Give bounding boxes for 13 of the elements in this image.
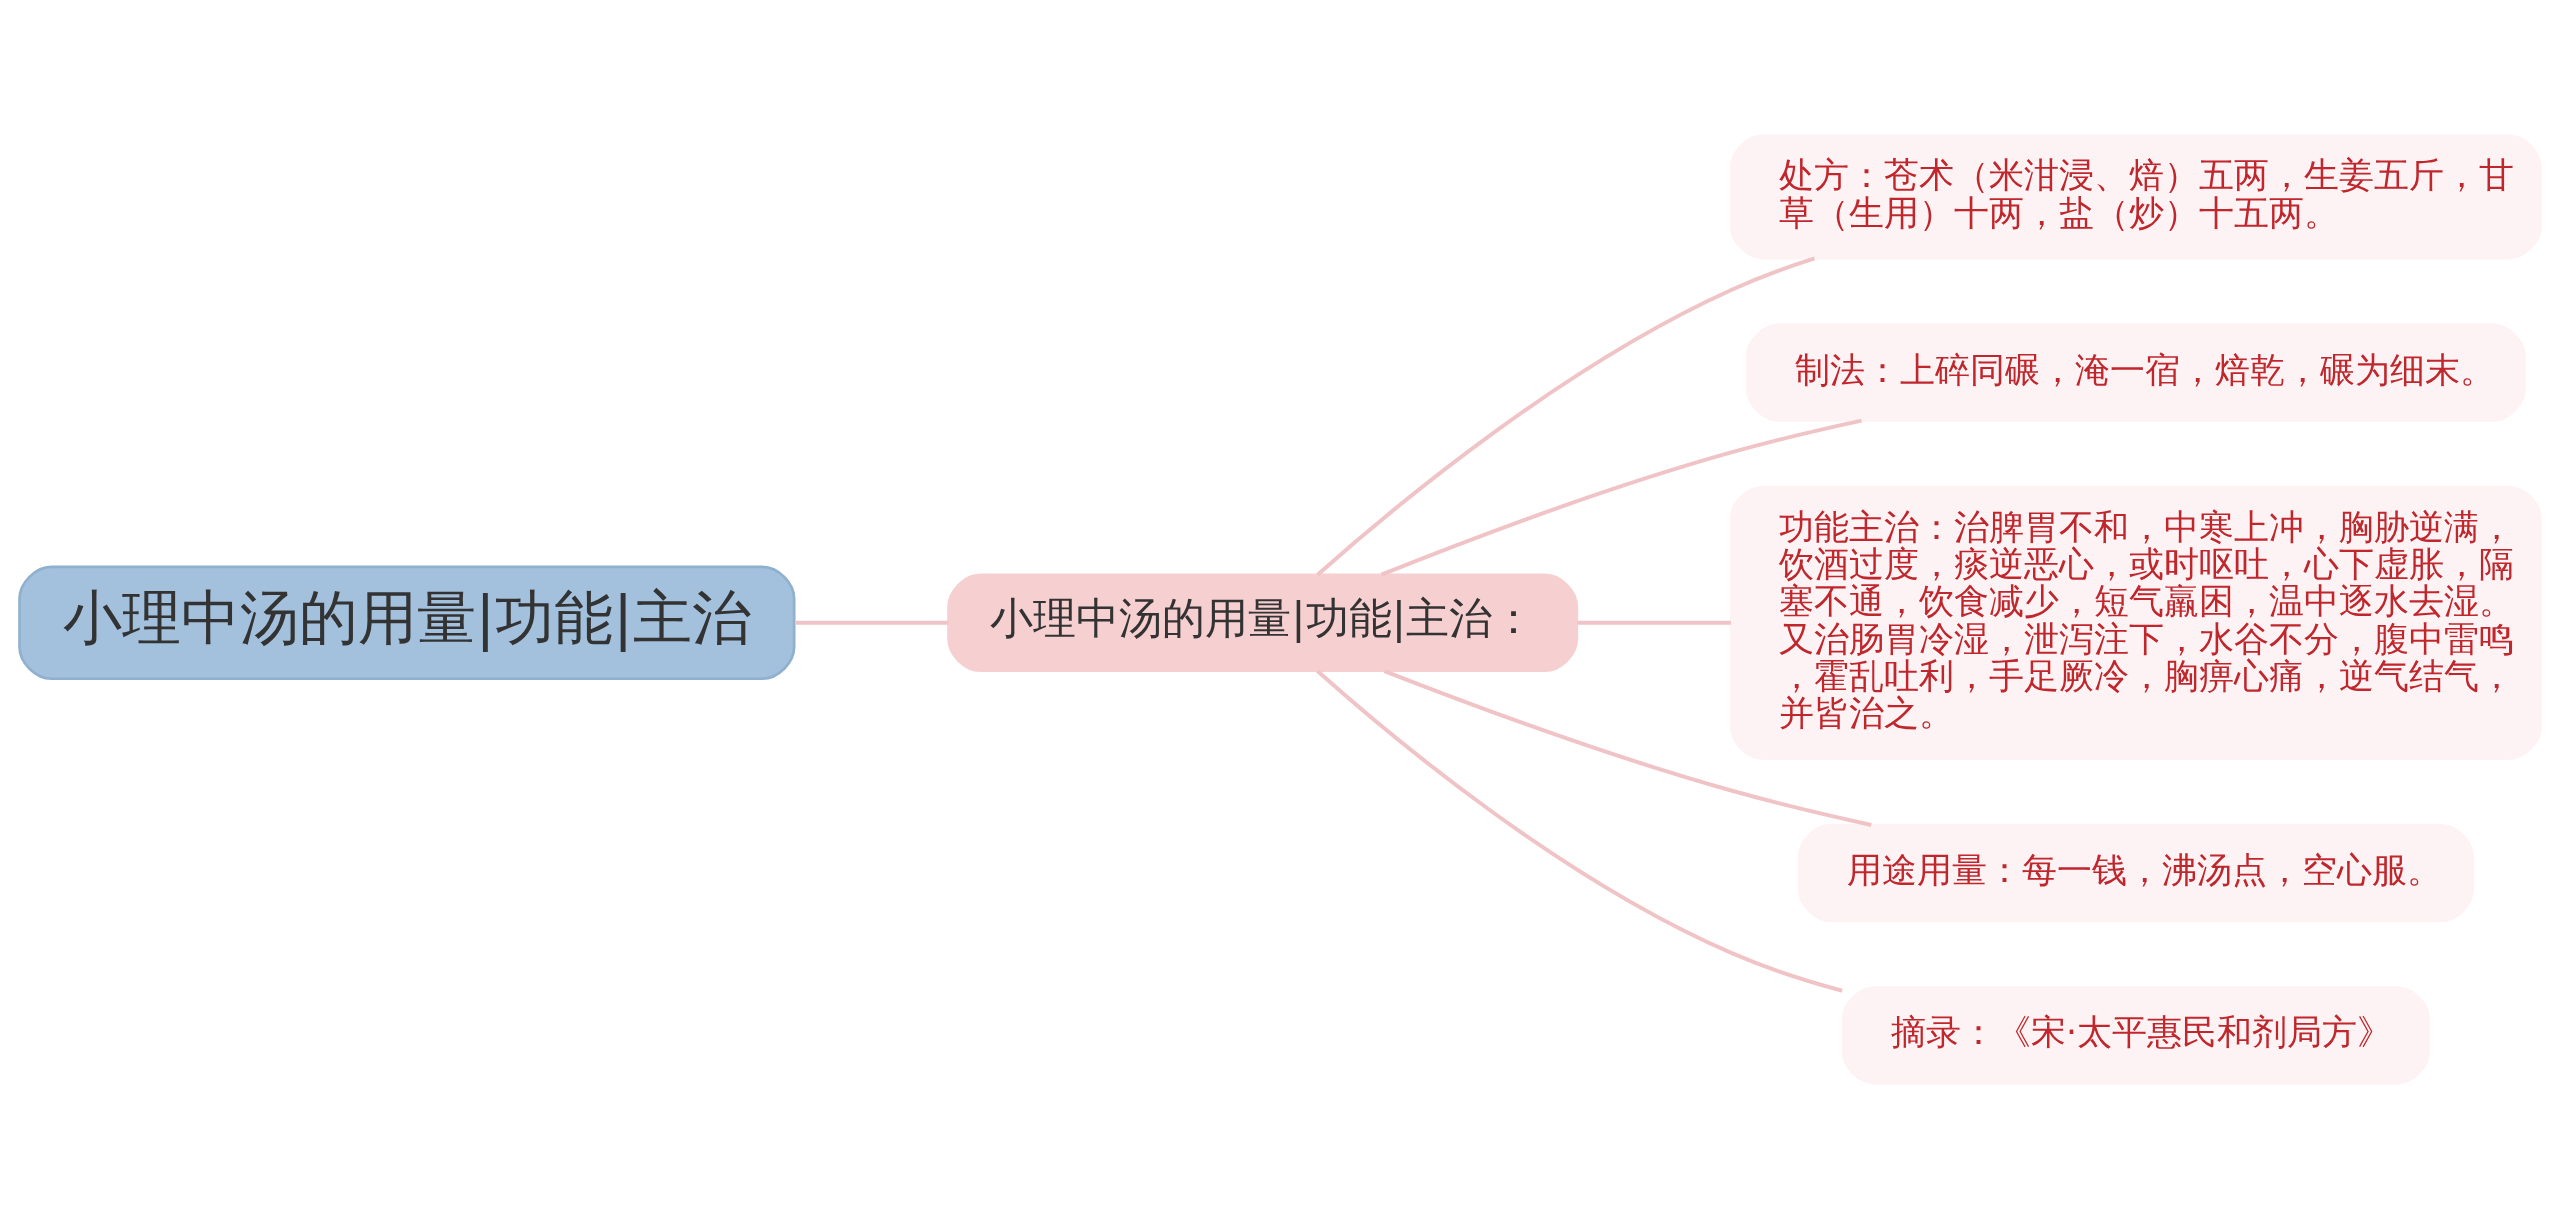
connector	[1380, 418, 1862, 577]
node-box: 小理中汤的用量|功能|主治	[18, 565, 796, 681]
connector	[1316, 669, 1843, 993]
connector	[1383, 669, 1872, 827]
node-box: 制法：上碎同碾，淹一宿，焙乾，碾为细末。	[1745, 323, 2526, 422]
connector	[794, 620, 949, 625]
node-box: 处方：苍术（米泔浸、焙）五两，生姜五斤，甘草（生用）十两，盐（炒）十五两。	[1729, 134, 2542, 260]
node-box: 摘录：《宋·太平惠民和剂局方》	[1841, 986, 2430, 1085]
node-box: 用途用量：每一钱，沸汤点，空心服。	[1797, 823, 2474, 923]
node-box: 小理中汤的用量|功能|主治：	[947, 573, 1579, 673]
connector	[1577, 620, 1731, 625]
node-box: 功能主治：治脾胃不和，中寒上冲，胸胁逆满，饮酒过度，痰逆恶心，或时呕吐，心下虚胀，隔塞不通，饮食减少，短气羸困，温中逐水去湿。又治肠胃冷湿，泄泻注下，水谷不分，腹中雷鸣，霍乱吐利，手足厥冷，胸痹心痛，逆气结气，并皆治之。	[1729, 485, 2542, 760]
connector	[1316, 256, 1816, 577]
